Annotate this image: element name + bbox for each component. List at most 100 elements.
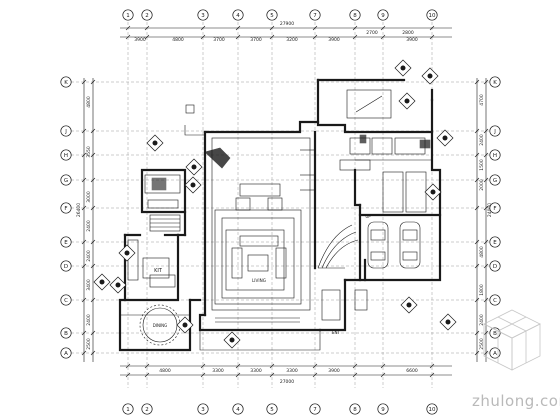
diamond-light-icon	[223, 331, 241, 349]
kitchen-label: KIT	[154, 268, 163, 274]
upper-room-feature	[346, 89, 392, 119]
svg-text:10: 10	[429, 13, 436, 19]
diamond-light-icon	[436, 129, 454, 147]
grid-bubble-left-G: G	[60, 174, 72, 186]
grid-bubble-bottom-1: 1	[122, 403, 134, 415]
diamond-light-icon	[185, 158, 203, 176]
grid-bubble-bottom-2: 2	[141, 403, 153, 415]
grid-bubble-left-J: J	[60, 125, 72, 137]
grid-bubble-left-C: C	[60, 294, 72, 306]
diamond-light-icon	[439, 313, 457, 331]
diamond-light-icon	[109, 276, 127, 294]
room-labels: KIT DINING LIVING ENT UP	[153, 214, 372, 335]
grid-bubble-top-9: 9	[377, 9, 389, 21]
left-dim-7: 2400	[86, 314, 92, 326]
svg-text:5: 5	[270, 407, 274, 413]
left-dim-4: 2400	[86, 220, 92, 232]
dimension-ticks	[81, 25, 489, 378]
grid-bubble-bottom-10: 10	[426, 403, 438, 415]
svg-text:D: D	[493, 264, 497, 270]
grid-bubble-top-10: 10	[426, 9, 438, 21]
grid-bubble-right-G: G	[489, 174, 501, 186]
diamond-light-icon	[398, 92, 416, 110]
diamond-light-icon	[93, 273, 111, 291]
right-dim-7: 2400	[479, 314, 485, 326]
sofa-right	[275, 247, 287, 279]
top-dim-2: 4800	[172, 37, 184, 43]
grid-bubble-bottom-7: 7	[309, 403, 321, 415]
dining-table-main	[239, 183, 281, 197]
svg-text:G: G	[64, 178, 68, 184]
sofa-left	[231, 247, 243, 279]
dimension-texts: 27900 3900 4800 3700 3700 3200 3900 3900…	[76, 21, 493, 385]
grid-bubble-bottom-5: 5	[266, 403, 278, 415]
left-dim-2: 3550	[86, 146, 92, 158]
diamond-light-icon	[424, 183, 442, 201]
diamond-light-icon	[400, 296, 418, 314]
grid-bubble-right-J: J	[489, 125, 501, 137]
svg-text:1: 1	[126, 407, 130, 413]
sofa-top	[239, 235, 279, 247]
grid-bubble-left-B: B	[60, 327, 72, 339]
svg-text:8: 8	[353, 407, 357, 413]
grid-bubble-left-A: A	[60, 347, 72, 359]
diamond-light-icon	[146, 134, 164, 152]
grid-bubble-bottom-9: 9	[377, 403, 389, 415]
diamond-light-icon	[118, 244, 136, 262]
dining-label: DINING	[153, 323, 168, 328]
bottom-dim-2: 3300	[212, 368, 224, 374]
svg-text:A: A	[64, 351, 68, 357]
svg-text:9: 9	[381, 13, 385, 19]
svg-text:B: B	[493, 331, 497, 337]
svg-text:10: 10	[429, 407, 436, 413]
bottom-dim-1: 4800	[159, 368, 171, 374]
grid-bubble-left-D: D	[60, 260, 72, 272]
bottom-dim-4: 3300	[286, 368, 298, 374]
grid-bubble-top-7: 7	[309, 9, 321, 21]
grid-bubble-bottom-8: 8	[349, 403, 361, 415]
svg-text:5: 5	[270, 13, 274, 19]
svg-text:7: 7	[313, 407, 317, 413]
top-dim-7: 3900	[406, 37, 418, 43]
dimension-lines	[83, 27, 487, 376]
right-dim-4: 2000	[479, 179, 485, 191]
piano	[204, 147, 231, 169]
svg-text:E: E	[493, 240, 497, 246]
left-total-dim: 26400	[76, 203, 82, 217]
top-dim-3: 3700	[213, 37, 225, 43]
svg-text:A: A	[493, 351, 497, 357]
car-1	[367, 221, 389, 269]
svg-text:4: 4	[236, 407, 240, 413]
grid-bubble-right-H: H	[489, 149, 501, 161]
grid-bubble-right-F: F	[489, 202, 501, 214]
grid-bubble-top-4: 4	[232, 9, 244, 21]
bottom-dim-5: 3900	[328, 368, 340, 374]
grid-bubble-right-A: A	[489, 347, 501, 359]
cube-logo-icon	[483, 309, 541, 371]
svg-text:2: 2	[145, 13, 149, 19]
living-label: LIVING	[252, 278, 266, 283]
svg-text:J: J	[64, 129, 67, 135]
coffee-table	[247, 254, 269, 272]
svg-text:9: 9	[381, 407, 385, 413]
grid-bubble-right-E: E	[489, 236, 501, 248]
svg-text:H: H	[64, 153, 68, 159]
grid-bubble-right-D: D	[489, 260, 501, 272]
grid-bubble-right-C: C	[489, 294, 501, 306]
right-dim-1: 4700	[479, 94, 485, 106]
bottom-dim-6: 6600	[406, 368, 418, 374]
top-dim-5: 3200	[286, 37, 298, 43]
svg-text:E: E	[64, 240, 68, 246]
grid-bubble-left-F: F	[60, 202, 72, 214]
grid-bubble-left-H: H	[60, 149, 72, 161]
grid-bubble-top-5: 5	[266, 9, 278, 21]
stair-up-label: UP	[365, 214, 371, 219]
svg-text:C: C	[64, 298, 68, 304]
bottom-total-dim: 27000	[280, 379, 294, 385]
svg-text:K: K	[493, 80, 497, 86]
car-2	[399, 221, 421, 269]
right-dim-5: 4800	[479, 246, 485, 258]
svg-text:1: 1	[126, 13, 130, 19]
furniture	[139, 89, 431, 346]
